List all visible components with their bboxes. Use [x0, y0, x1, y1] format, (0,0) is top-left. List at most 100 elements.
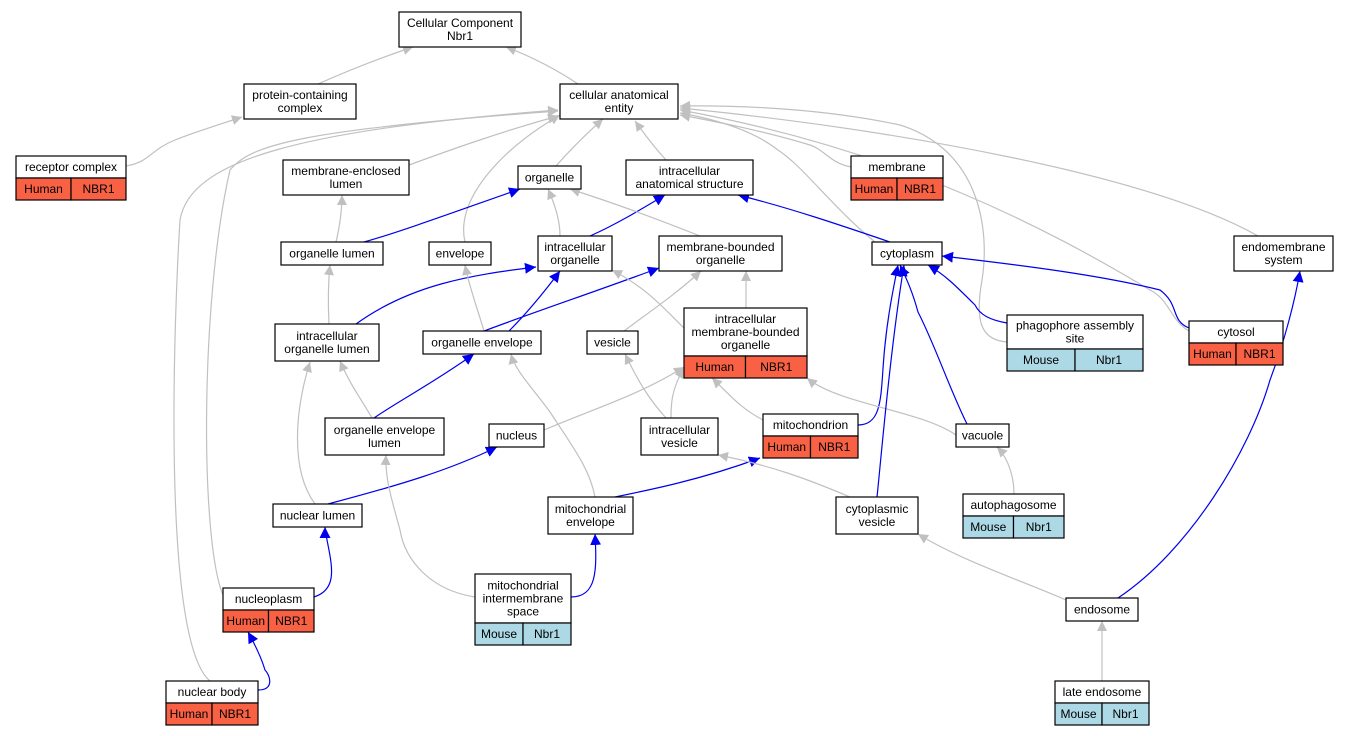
- node-label-line: intracellular: [544, 240, 605, 254]
- edge-membrane-enclosed-lumen-to-cellular-anatomical-entity: [408, 113, 559, 166]
- node-envelope[interactable]: envelope: [428, 241, 492, 266]
- node-label-line: mitochondrial: [487, 579, 558, 593]
- node-box: [1233, 235, 1334, 272]
- tag-label: Nbr1: [1026, 520, 1052, 534]
- tag-label: NBR1: [275, 614, 307, 628]
- edge-vacuole-to-cytoplasm: [899, 264, 968, 425]
- edge-phagophore-assembly-site-to-cellular-anatomical-entity: [679, 100, 1008, 343]
- edge-layer: [125, 45, 1304, 691]
- edge-organelle-envelope-lumen-to-intracellular-organelle-lumen: [339, 360, 373, 419]
- node-label-line: lumen: [368, 436, 401, 450]
- node-label-line: late endosome: [1063, 685, 1142, 699]
- edge-nucleoplasm-to-cellular-anatomical-entity: [205, 106, 559, 596]
- node-label-line: nucleoplasm: [235, 592, 302, 606]
- node-label-line: membrane-bounded: [691, 325, 799, 339]
- edge-mitochondrial-intermembrane-space-to-mitochondrial-envelope: [570, 533, 602, 598]
- node-cytoplasm[interactable]: cytoplasm: [871, 241, 943, 266]
- node-label-line: system: [1264, 253, 1302, 267]
- tag-label: Human: [695, 360, 734, 374]
- node-box: [547, 496, 634, 535]
- edge-intracellular-organelle-lumen-to-organelle-lumen: [324, 264, 334, 325]
- node-label-line: site: [1066, 332, 1085, 346]
- edge-membrane-bounded-organelle-to-organelle: [569, 187, 701, 237]
- node-label-line: nuclear body: [178, 685, 247, 699]
- node-vacuole[interactable]: vacuole: [955, 423, 1010, 448]
- node-organelle-lumen[interactable]: organelle lumen: [280, 241, 384, 266]
- tag-label: NBR1: [1243, 347, 1275, 361]
- edge-endomembrane-system-to-cellular-anatomical-entity: [679, 104, 1259, 237]
- node-box: [683, 307, 808, 357]
- node-nuclear-lumen[interactable]: nuclear lumen: [272, 503, 363, 528]
- node-label-line: entity: [605, 101, 634, 115]
- edge-intracellular-vesicle-to-vesicle: [624, 353, 667, 419]
- node-label-line: endomembrane: [1241, 240, 1325, 254]
- node-box: [640, 417, 719, 456]
- edge-intracellular-anatomical-structure-to-cellular-anatomical-entity: [634, 120, 667, 161]
- node-label-line: intracellular: [296, 329, 357, 343]
- node-label-line: organelle: [696, 253, 746, 267]
- edge-phagophore-assembly-site-to-cytoplasm: [927, 264, 1008, 324]
- human-tag-cell: [267, 609, 315, 633]
- node-label-line: organelle: [550, 253, 600, 267]
- node-box: [658, 235, 783, 272]
- node-box: [517, 165, 582, 190]
- tag-label: Nbr1: [1096, 353, 1122, 367]
- node-intracellular-membrane-bounded-organelle[interactable]: intracellularmembrane-boundedorganelleHu…: [683, 307, 808, 379]
- node-label-line: nucleus: [496, 429, 537, 443]
- node-box: [422, 330, 542, 355]
- human-tag-cell: [896, 177, 944, 201]
- edge-nuclear-lumen-to-intracellular-organelle-lumen: [296, 361, 316, 505]
- node-nucleus[interactable]: nucleus: [488, 423, 545, 448]
- node-box: [1065, 597, 1139, 622]
- node-box: [272, 503, 363, 528]
- edge-envelope-to-cellular-anatomical-entity: [463, 114, 561, 243]
- node-label-line: intracellular: [659, 164, 720, 178]
- node-box: [586, 330, 639, 355]
- edge-receptor-complex-to-protein-complex: [125, 115, 243, 167]
- human-tag-cell: [744, 355, 808, 379]
- node-label-line: intracellular: [715, 312, 776, 326]
- edge-mitochondrial-envelope-to-organelle-envelope: [508, 353, 596, 498]
- node-vesicle[interactable]: vesicle: [586, 330, 639, 355]
- edge-cytoplasmic-vesicle-to-cytoplasm: [876, 264, 908, 498]
- edge-nuclear-body-to-nucleoplasm: [247, 631, 271, 691]
- tag-label: Human: [24, 182, 63, 196]
- tag-label: Human: [855, 182, 894, 196]
- node-label-line: vacuole: [962, 429, 1004, 443]
- node-box: [428, 241, 492, 266]
- node-box: [324, 417, 445, 456]
- node-organelle[interactable]: organelle: [517, 165, 582, 190]
- node-organelle-envelope[interactable]: organelle envelope: [422, 330, 542, 355]
- edge-organelle-lumen-to-membrane-enclosed-lumen: [335, 194, 347, 243]
- human-tag-cell: [1235, 342, 1284, 366]
- edge-organelle-envelope-to-intracellular-organelle: [508, 270, 561, 332]
- node-endosome[interactable]: endosome: [1065, 597, 1139, 622]
- node-box: [282, 159, 410, 196]
- tag-label: Mouse: [970, 520, 1006, 534]
